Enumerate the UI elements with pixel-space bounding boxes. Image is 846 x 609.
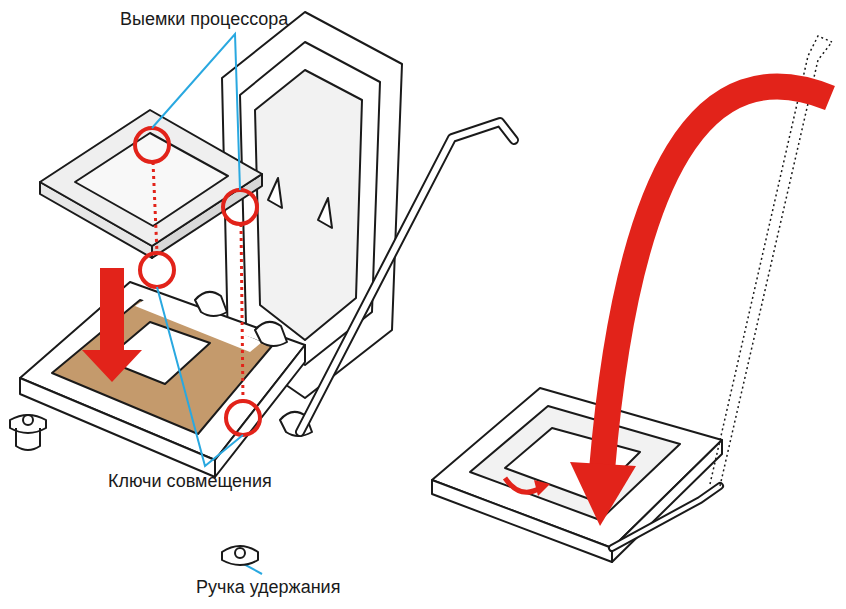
lever (300, 122, 514, 432)
load-plate-window (255, 70, 362, 340)
cpu-heatspreader (75, 133, 228, 226)
key-circle (140, 253, 174, 287)
socket-cap (23, 415, 33, 425)
leader-line (157, 287, 243, 466)
closed-lever (612, 486, 720, 548)
alignment-line (241, 224, 243, 401)
close-arrow-head (570, 462, 636, 526)
lever (300, 122, 514, 432)
leader-line (152, 34, 240, 190)
part-label: Ключи совмещения (108, 470, 272, 492)
turn-arrow (505, 478, 540, 492)
plate-tab (268, 178, 332, 228)
retention-screw (222, 546, 258, 565)
alignment-line (153, 162, 157, 253)
part-label: Ручка удержания (196, 576, 340, 598)
socket-cap (10, 415, 46, 450)
turn-arrow-head (534, 480, 550, 496)
notch-circle (135, 128, 169, 162)
retention-screw (235, 548, 245, 558)
part-label: Выемки процессора (120, 8, 288, 30)
insert-arrow (82, 268, 142, 382)
close-arrow (602, 86, 830, 470)
closed-socket (432, 388, 722, 548)
cpu (40, 110, 262, 246)
contact-area (52, 300, 272, 434)
closed-lever (612, 486, 720, 548)
notch-circle (223, 190, 257, 224)
key-circle (226, 401, 260, 435)
hinge (195, 292, 312, 436)
